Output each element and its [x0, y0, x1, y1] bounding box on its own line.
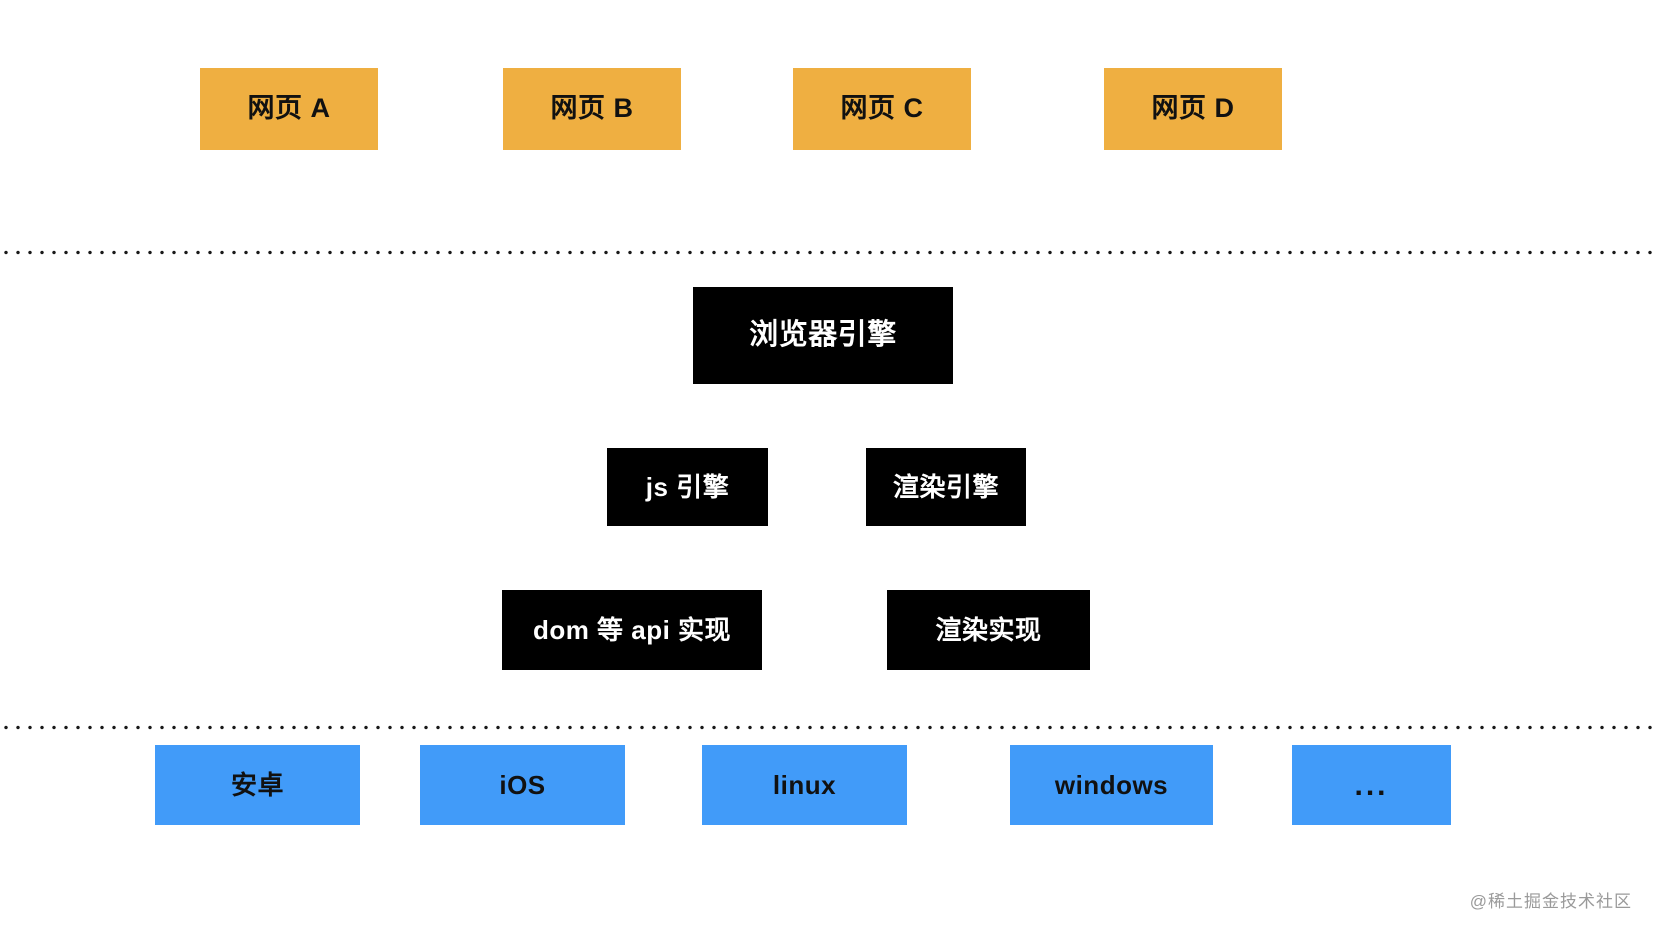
render-impl-label: 渲染实现: [935, 614, 1042, 645]
os-box-linux[interactable]: linux: [702, 745, 907, 825]
browser-engine-label: 浏览器引擎: [749, 318, 897, 351]
dom-api-impl-box[interactable]: dom 等 api 实现: [502, 590, 762, 670]
divider-engines-os: [0, 725, 1656, 730]
render-impl-box[interactable]: 渲染实现: [887, 590, 1090, 670]
watermark: @稀土掘金技术社区: [1469, 892, 1632, 911]
web-page-box-b[interactable]: 网页 B: [503, 68, 681, 150]
divider-pages-engines: [0, 250, 1656, 255]
browser-engine-box[interactable]: 浏览器引擎: [693, 287, 953, 384]
os-label-windows: windows: [1054, 769, 1169, 800]
render-engine-label: 渲染引擎: [892, 471, 999, 502]
dom-api-impl-label: dom 等 api 实现: [532, 614, 732, 645]
web-page-box-c[interactable]: 网页 C: [793, 68, 971, 150]
js-engine-box[interactable]: js 引擎: [607, 448, 768, 526]
os-box-more[interactable]: ...: [1292, 745, 1451, 825]
js-engine-label: js 引擎: [645, 471, 730, 502]
os-label-more: ...: [1354, 768, 1389, 802]
os-label-linux: linux: [772, 769, 837, 800]
web-page-box-a[interactable]: 网页 A: [200, 68, 378, 150]
web-page-label-a: 网页 A: [247, 93, 331, 124]
web-page-label-d: 网页 D: [1151, 93, 1235, 124]
web-page-label-b: 网页 B: [550, 93, 634, 124]
os-box-ios[interactable]: iOS: [420, 745, 625, 825]
render-engine-box[interactable]: 渲染引擎: [866, 448, 1026, 526]
os-box-windows[interactable]: windows: [1010, 745, 1213, 825]
web-page-box-d[interactable]: 网页 D: [1104, 68, 1282, 150]
web-page-label-c: 网页 C: [840, 93, 924, 124]
os-label-ios: iOS: [499, 769, 546, 800]
os-box-android[interactable]: 安卓: [155, 745, 360, 825]
os-label-android: 安卓: [230, 769, 284, 800]
